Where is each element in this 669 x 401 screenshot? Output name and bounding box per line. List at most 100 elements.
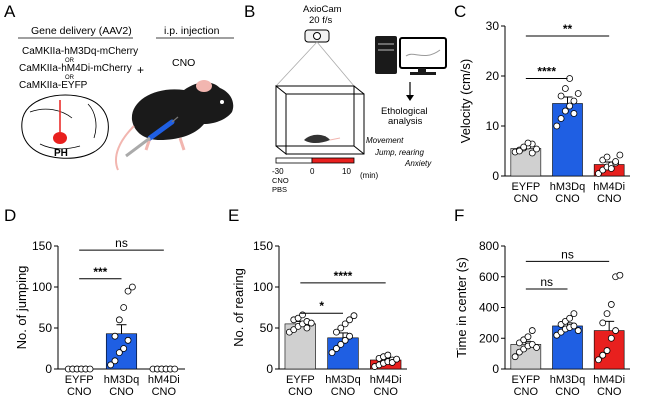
data-point [328, 349, 336, 357]
x-tick-label: EYFP [511, 181, 540, 193]
data-point [570, 110, 578, 117]
behavior-movement: Movement [366, 136, 404, 145]
y-tick-label: 100 [253, 280, 273, 294]
data-point [566, 75, 574, 82]
data-point [528, 327, 536, 334]
significance-label: * [319, 299, 324, 313]
timeline-tick-start: -30 [272, 167, 284, 176]
data-point [533, 145, 540, 153]
x-tick-label: EYFP [65, 374, 94, 386]
y-axis-label: Time in center (s) [454, 257, 469, 358]
data-point [607, 334, 615, 342]
y-axis-label: No. of jumping [14, 266, 29, 350]
analysis-label-1: Ethological [381, 106, 427, 117]
x-tick-label: CNO [288, 386, 313, 398]
y-tick-label: 0 [492, 362, 499, 376]
data-point [107, 361, 115, 369]
x-tick-label: CNO [109, 386, 134, 398]
camera-icon [275, 29, 355, 87]
data-point [337, 340, 345, 348]
data-point [303, 324, 311, 332]
x-tick-label: hM3Dq [325, 374, 360, 386]
data-point [574, 90, 582, 97]
y-tick-label: 30 [486, 19, 500, 33]
data-point [346, 332, 353, 340]
data-point [574, 327, 582, 334]
data-point [171, 365, 179, 373]
panel-letter-b: B [244, 2, 255, 21]
gene-delivery-title: Gene delivery (AAV2) [31, 25, 132, 37]
x-tick-label: hM4Di [593, 374, 625, 386]
y-tick-label: 50 [39, 321, 53, 335]
data-point [124, 336, 132, 344]
data-point [570, 97, 578, 105]
data-point [607, 301, 615, 308]
x-tick-label: CNO [373, 386, 398, 398]
y-tick-label: 50 [260, 321, 274, 335]
behavior-anxiety: Anxiety [404, 159, 432, 168]
data-point [561, 85, 569, 92]
data-point [595, 356, 602, 364]
data-point [120, 345, 128, 352]
timeline-tick-zero: 0 [310, 167, 315, 176]
data-point [616, 271, 624, 279]
x-tick-label: CNO [331, 386, 356, 398]
x-tick-label: CNO [514, 193, 539, 205]
data-point [603, 347, 611, 354]
y-tick-label: 0 [492, 169, 499, 183]
region-label-ph: PH [54, 148, 68, 159]
data-point [557, 115, 565, 122]
data-point [595, 170, 602, 177]
data-point [333, 328, 340, 336]
data-point [128, 283, 136, 291]
significance-label: *** [93, 265, 107, 279]
panel-b-schematic: AxioCam 20 f/s -30 0 10 (min) CNO PBS [272, 4, 447, 194]
camera-label: AxioCam [303, 4, 342, 15]
data-point [557, 92, 565, 100]
data-point [570, 310, 578, 318]
frame-rate: 20 f/s [309, 15, 332, 26]
data-point [520, 143, 528, 151]
data-point [341, 320, 349, 328]
y-tick-label: 600 [479, 270, 499, 284]
y-tick-label: 400 [479, 301, 499, 315]
arrow-head-icon [406, 95, 414, 101]
significance-label: **** [334, 269, 353, 283]
data-point [511, 353, 519, 361]
y-tick-label: 0 [45, 362, 52, 376]
data-point [612, 327, 619, 334]
y-tick-label: 800 [479, 239, 499, 253]
panel-letter-a: A [4, 2, 16, 21]
timeline-cno: CNO [272, 176, 289, 185]
analysis-label-2: analysis [388, 116, 423, 127]
data-point [553, 122, 561, 130]
y-tick-label: 200 [479, 331, 499, 345]
data-point [393, 355, 401, 363]
construct-eyfp: CaMKIIa-EYFP [19, 80, 88, 91]
significance-label: ns [115, 236, 128, 250]
panel-letter-d: D [4, 206, 16, 225]
significance-label: **** [537, 65, 556, 79]
data-point [120, 304, 128, 311]
timeline: -30 0 10 (min) CNO PBS [272, 157, 379, 194]
x-tick-label: hM4Di [370, 374, 402, 386]
x-tick-label: CNO [67, 386, 92, 398]
x-tick-label: hM4Di [593, 181, 625, 193]
plus-sign: + [137, 63, 144, 77]
y-axis-label: No. of rearing [231, 268, 246, 347]
y-tick-label: 150 [253, 239, 273, 253]
data-point [86, 365, 94, 373]
bar [552, 103, 583, 177]
x-tick-label: CNO [597, 386, 622, 398]
panel-letter-f: F [454, 206, 464, 225]
or-label-1: OR [65, 58, 75, 64]
data-point [561, 107, 569, 115]
data-point [570, 322, 578, 330]
y-tick-label: 20 [486, 69, 500, 83]
x-tick-label: CNO [555, 386, 580, 398]
panel-letter-c: C [454, 2, 466, 21]
